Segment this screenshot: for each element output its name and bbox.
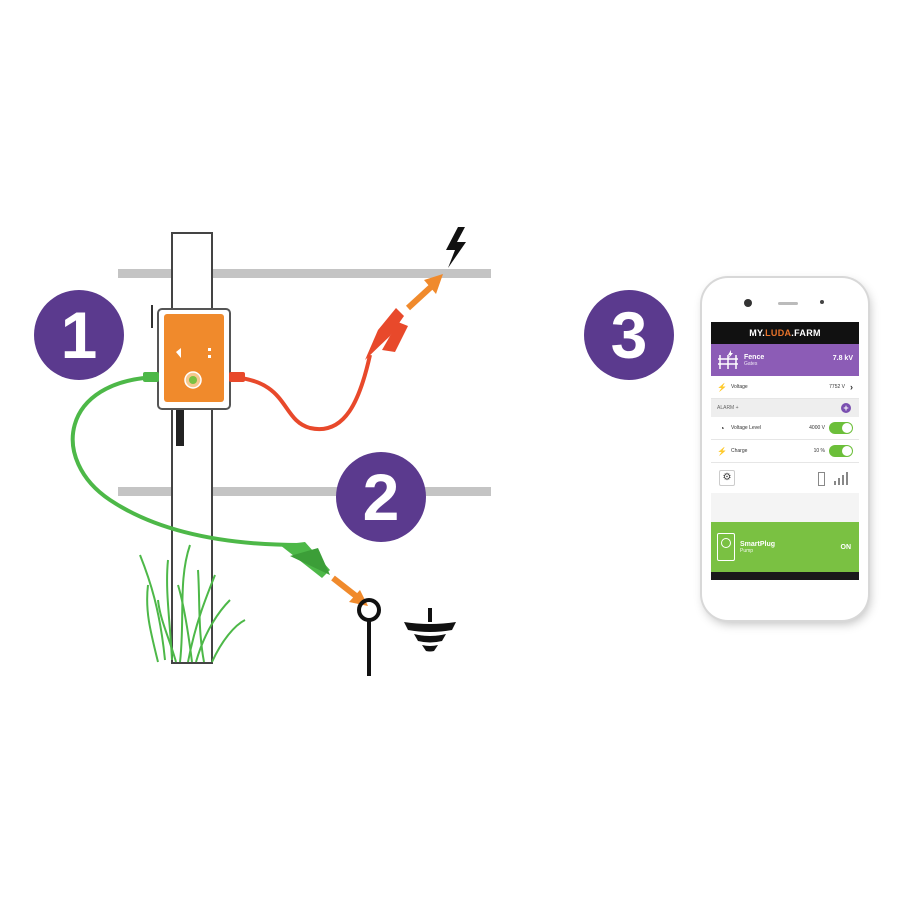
signal-icon: [834, 472, 848, 485]
chevron-right-icon: ›: [850, 382, 853, 392]
charge-label: Charge: [731, 448, 748, 454]
battery-icon: [818, 472, 825, 486]
voltage-level-toggle[interactable]: [829, 422, 853, 434]
smartphone: MY.LUDA.FARM Fence Gates 7.8 kV ⚡ Voltag…: [702, 278, 868, 620]
connect-arrow-up: [405, 274, 443, 311]
brand-suffix: .FARM: [791, 328, 821, 338]
smartplug-state[interactable]: ON: [840, 543, 852, 551]
bolt-icon: ⚡: [717, 382, 727, 392]
fence-monitor-device: [143, 305, 245, 446]
gear-icon[interactable]: ⚙: [719, 470, 735, 486]
green-clip-icon: [280, 542, 330, 578]
ground-rod-icon: [357, 598, 381, 676]
ground-icon: [404, 608, 456, 652]
fence-title: Fence: [744, 353, 765, 361]
upper-fence-wire: [118, 269, 491, 278]
smartplug-subtitle: Pump: [740, 547, 754, 554]
app-screen: MY.LUDA.FARM Fence Gates 7.8 kV ⚡ Voltag…: [711, 322, 859, 580]
fence-subtitle: Gates: [744, 360, 758, 367]
brand-accent: LUDA: [765, 328, 792, 338]
voltage-level-label: Voltage Level: [731, 425, 762, 431]
lower-fence-wire: [118, 487, 491, 496]
smartplug-card[interactable]: SmartPlug Pump ON: [711, 522, 859, 572]
red-clip-icon: [365, 308, 408, 360]
grass-icon: [139, 544, 246, 663]
sensor-icon: [820, 300, 824, 304]
plug-icon: [717, 533, 735, 561]
voltage-label: Voltage: [731, 384, 748, 390]
charge-toggle[interactable]: [829, 445, 853, 457]
tools-row: ⚙: [711, 463, 859, 493]
fence-icon: [718, 350, 738, 369]
fence-card[interactable]: Fence Gates 7.8 kV: [711, 344, 859, 376]
charge-row: ⚡ Charge 10 %: [711, 440, 859, 463]
brand-prefix: MY.: [749, 328, 766, 338]
app-header: MY.LUDA.FARM: [711, 322, 859, 344]
voltage-value: 7752 V: [829, 384, 845, 390]
step-2-badge: 2: [336, 452, 426, 542]
voltage-level-row: ◔ Voltage Level 4000 V: [711, 417, 859, 440]
lightning-icon: [446, 227, 466, 268]
speaker-icon: [778, 302, 798, 305]
charge-value: 10 %: [813, 448, 825, 454]
fence-lead: [229, 354, 372, 432]
step-1-badge: 1: [34, 290, 124, 380]
alarm-header: ALARM + +: [711, 399, 859, 417]
ground-lead: [70, 375, 301, 547]
alarm-label: ALARM +: [717, 405, 739, 411]
add-alarm-button[interactable]: +: [841, 403, 851, 413]
voltage-level-value: 4000 V: [809, 425, 825, 431]
gauge-icon: ◔: [719, 423, 725, 433]
step-3-badge: 3: [584, 290, 674, 380]
fence-post: [171, 232, 213, 664]
screen-footer: [711, 572, 859, 580]
smartplug-title: SmartPlug: [740, 540, 776, 548]
fence-voltage-value: 7.8 kV: [832, 355, 853, 362]
bolt-icon: ⚡: [717, 446, 727, 456]
voltage-row[interactable]: ⚡ Voltage 7752 V ›: [711, 376, 859, 399]
camera-icon: [744, 299, 752, 307]
